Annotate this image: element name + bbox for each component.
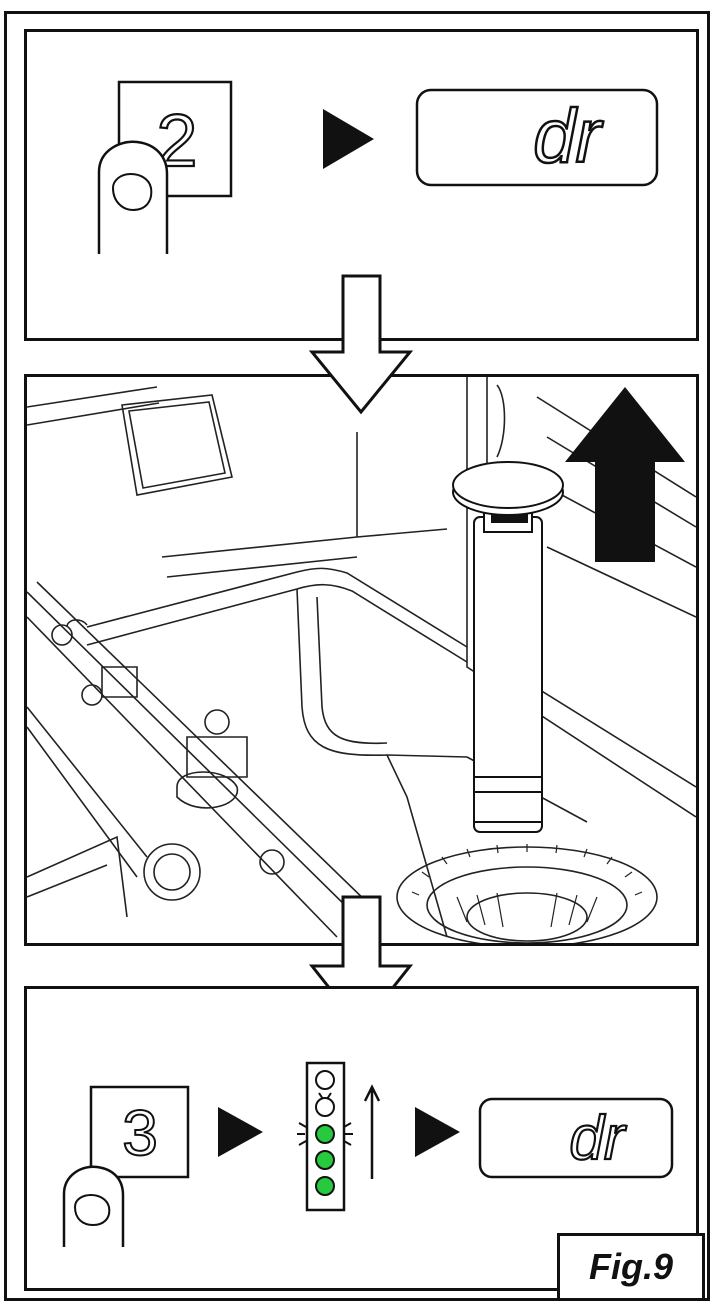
step-top-illustration: 2 dr [97, 80, 659, 254]
display-text-bottom: dr [569, 1104, 626, 1173]
led-2 [315, 1097, 335, 1117]
machine-illustration-panel: B [24, 374, 699, 946]
display-screen-bottom [478, 1097, 674, 1179]
figure-label: Fig.9 [588, 1246, 673, 1287]
machine-drawing [27, 377, 696, 943]
arrow-label-b: B [617, 496, 654, 552]
outer-frame [4, 11, 710, 1301]
step-panel-bottom: 3 dr [24, 986, 699, 1291]
step-bottom-illustration: 3 dr [62, 1061, 674, 1247]
display-text: dr [533, 94, 603, 179]
step-panel-top: 2 dr [24, 29, 699, 341]
play-arrow-icon-1 [218, 1107, 263, 1157]
led-5 [315, 1176, 335, 1196]
play-arrow-icon-2 [415, 1107, 460, 1157]
led-1 [315, 1070, 335, 1090]
play-arrow-icon [323, 109, 374, 169]
up-arrow-icon [565, 387, 685, 562]
thin-up-arrow-icon [363, 1084, 381, 1179]
display-screen [415, 88, 659, 187]
fingernail-bottom [73, 1193, 111, 1227]
figure-label-box: Fig.9 [557, 1233, 705, 1301]
key-button-3 [89, 1085, 190, 1179]
blink-rays-icon [297, 1092, 353, 1146]
fingernail [111, 172, 153, 212]
led-3 [315, 1124, 335, 1144]
key-number-3: 3 [122, 1097, 158, 1169]
led-4 [315, 1150, 335, 1170]
